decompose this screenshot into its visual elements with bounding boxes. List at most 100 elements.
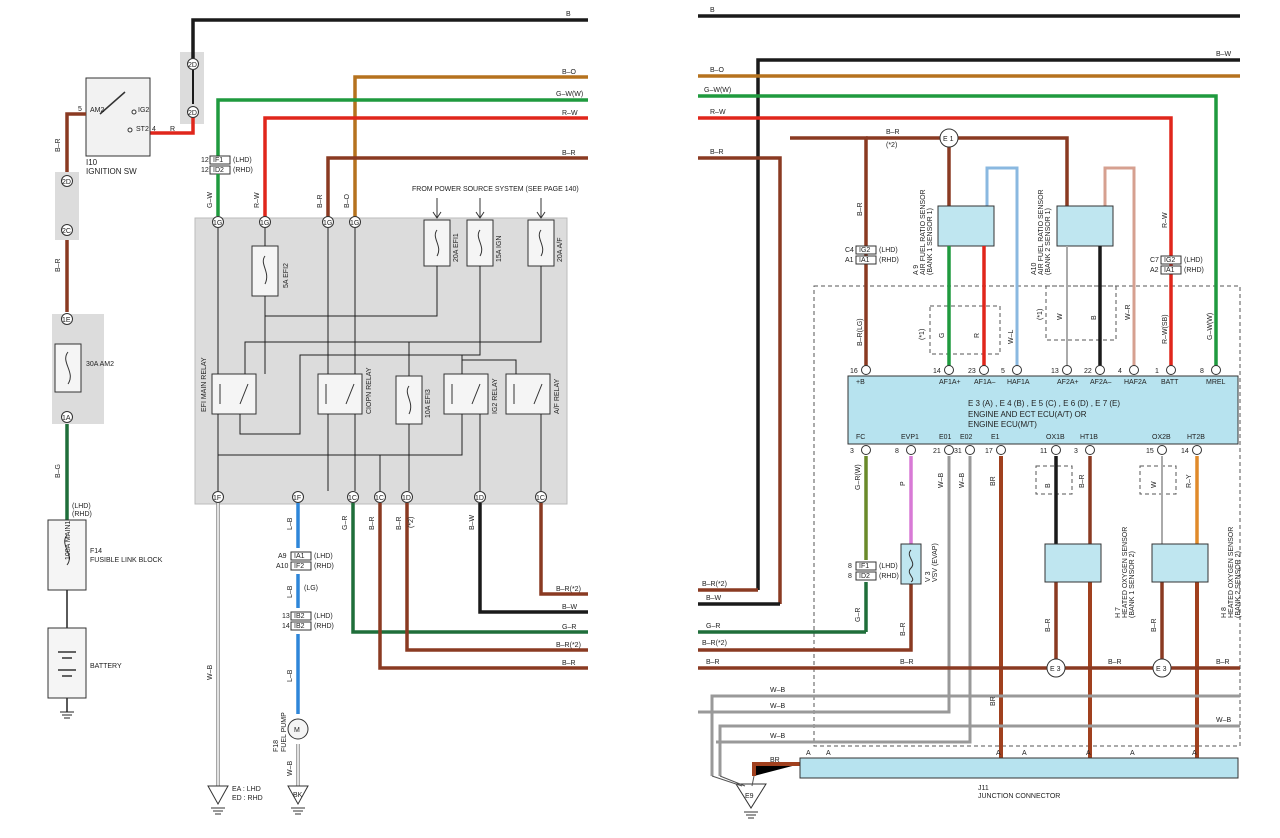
- relay-efi-main: [211, 373, 257, 415]
- relay-af-coil: [513, 383, 543, 405]
- conn-1g-d: 1G: [350, 220, 359, 227]
- junction-pin-a: A: [996, 750, 1001, 757]
- relay-ciopn-label: CIOPN RELAY: [366, 367, 373, 414]
- wl-gw: G–W: [207, 192, 214, 208]
- ecu-line1: E 3 (A) , E 4 (B) , E 5 (C) , E 6 (D) , …: [968, 399, 1120, 408]
- e9-label: E9: [745, 793, 754, 800]
- ground-bk-lines: [291, 807, 305, 815]
- fusible-link-block: [47, 519, 87, 591]
- wire-b-top: [191, 18, 588, 62]
- bus-rw: R–W: [562, 110, 578, 117]
- exit-1: B–R(*2): [556, 586, 581, 593]
- ria1-box-a: [855, 255, 877, 265]
- fuel-pump-name: FUEL PUMP: [281, 712, 288, 752]
- ign-pin-num-4: 4: [152, 126, 156, 133]
- sensor-h7: [1044, 543, 1102, 583]
- bus-bo: B–O: [562, 69, 577, 76]
- e3-node-a: [1046, 658, 1066, 678]
- rwl-br-ho2: B–R: [1151, 618, 1158, 632]
- ecu-top-pins: 16+B14AF1A+23AF1A–5HAF1A13AF2A+22AF2A–4H…: [850, 365, 1226, 386]
- wire-br-left-b: [405, 503, 588, 652]
- rwire-br-top2: [866, 136, 1069, 206]
- conn-1f-b: 1F: [293, 495, 301, 502]
- ground-bk: [287, 785, 309, 806]
- rwire-br-top: [790, 136, 868, 370]
- rwl-br-e3b: B–R: [1108, 659, 1122, 666]
- ia-a9: A9: [278, 553, 287, 560]
- fuse-af-sym: [538, 229, 544, 257]
- junction-code: J11: [978, 785, 989, 792]
- rwl-rw: R–W: [1162, 212, 1169, 228]
- ecu-top-pin-label: BATT: [1161, 379, 1179, 386]
- h7-name: HEATED OXYGEN SENSOR: [1122, 527, 1129, 618]
- ecu-bottom-pin-number: 15: [1146, 448, 1154, 455]
- if2-box: [290, 561, 312, 571]
- vsv-box: [900, 543, 922, 585]
- ecu-top-pin-number: 8: [1200, 368, 1204, 375]
- rwl-r: R: [974, 333, 981, 338]
- relay-ig2: [443, 373, 489, 415]
- fuse-efi3-label: 10A EFI3: [425, 389, 432, 418]
- rwl-p1-a: (*1): [919, 329, 926, 340]
- ecu-top-pin-badge: [1062, 365, 1072, 375]
- relay-af: [505, 373, 551, 415]
- ecu-top-pin-number: 16: [850, 368, 858, 375]
- ign-pin-am2: AM2: [90, 107, 105, 114]
- junction-connector: [799, 757, 1239, 779]
- h8-sub: (BANK 2 SENSOR 2): [1235, 551, 1242, 618]
- a10-name: AIR FUEL RATIO SENSOR: [1038, 189, 1045, 275]
- e3-node-b: [1152, 658, 1172, 678]
- fuse-efi2-label: 5A EFI2: [283, 263, 290, 288]
- ecu-line3: ENGINE ECU(M/T): [968, 420, 1037, 429]
- if1-label: IF1: [213, 157, 223, 164]
- ignition-code: I10: [86, 158, 98, 167]
- sensor-a9: [937, 205, 995, 247]
- relay-ig2-label: IG2 RELAY: [492, 378, 499, 414]
- ia-a10: A10: [276, 563, 289, 570]
- rif1-box: [855, 561, 877, 571]
- conn-1g-a: 1G: [213, 220, 222, 227]
- rwire-bw: [756, 58, 1240, 590]
- conn-1c-c: 1C: [536, 495, 545, 502]
- rwl-br-vsv: B–R: [900, 622, 907, 636]
- fusible-lhd: (LHD): [72, 503, 91, 510]
- conn-1c-a: 1C: [348, 495, 357, 502]
- rwire-gww: [698, 94, 1218, 370]
- wire-wb-bus: [710, 694, 1240, 776]
- ecu-top-pin-badge: [1211, 365, 1221, 375]
- ignition-contact: [131, 109, 137, 115]
- rig-ig2-b: IG2: [1164, 257, 1175, 264]
- fuel-pump-m: M: [294, 727, 300, 734]
- rwire-wl-top: [985, 166, 1019, 370]
- rif1-lhd: (LHD): [879, 563, 898, 570]
- rwire-br: [698, 156, 782, 604]
- ground-e9-lines: [744, 811, 758, 819]
- dashed-inner-c: [1035, 465, 1073, 495]
- exit-3: G–R: [562, 624, 576, 631]
- arrow-ign: [475, 198, 485, 219]
- relay-ciopn-coil: [325, 383, 355, 405]
- ign-pin-num-5: 5: [78, 106, 82, 113]
- rwl-br-ho1: B–R: [1045, 618, 1052, 632]
- rbus-rw: R–W: [710, 109, 726, 116]
- ground-ed-label: ED : RHD: [232, 795, 263, 802]
- relay-efi-coil: [219, 383, 249, 405]
- wl-br2: B–R: [55, 258, 62, 272]
- a9-sub: (BANK 1 SENSOR 1): [927, 208, 934, 275]
- rwire-wr-top: [1103, 166, 1136, 370]
- wire-br-top: [326, 156, 588, 222]
- left-page: AM2 IG2 ST2 5 4 R I10 IGNITION SW 2D 2D …: [47, 11, 588, 815]
- rig-rhd-b: (RHD): [1184, 267, 1204, 274]
- a9-name: AIR FUEL RATIO SENSOR: [920, 189, 927, 275]
- fuse-efi1-sym: [434, 229, 440, 257]
- conn-1d-a: 1D: [402, 495, 411, 502]
- rentry-4: B–R(*2): [702, 640, 727, 647]
- ecu-top-pin-number: 23: [968, 368, 976, 375]
- conn-1g-c: 1G: [323, 220, 332, 227]
- rwl-w-ox2: W: [1151, 481, 1158, 488]
- junction-pin-a: A: [1022, 750, 1027, 757]
- ecu-top-pin-label: AF2A+: [1057, 379, 1079, 386]
- internal-wiring: [217, 228, 542, 491]
- wl-bo: B–O: [344, 193, 351, 208]
